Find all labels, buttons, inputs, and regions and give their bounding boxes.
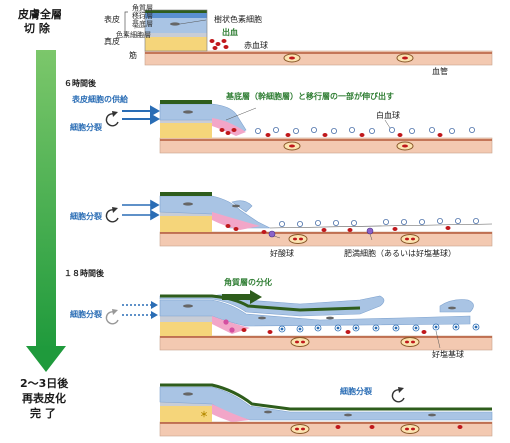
stage4-basophil: 好塩基球 <box>432 350 464 359</box>
stage5-asterisk: ＊ <box>200 410 208 419</box>
label-vessel: 血管 <box>432 67 448 76</box>
stage3-division: 細胞分裂 <box>70 212 102 221</box>
stage4-keratin: 角質層の分化 <box>224 278 272 287</box>
label-pigment: 色素細胞層 <box>116 31 151 39</box>
stage2-wbc: 白血球 <box>376 111 400 120</box>
stage3-eosinophil: 好酸球 <box>270 249 294 258</box>
stage4-time: １８時間後 <box>64 269 104 278</box>
bottom-title-line1: 2～3日後 <box>20 377 69 390</box>
left-title-line1: 皮膚全層 <box>18 8 62 21</box>
stage2-skin <box>105 100 493 154</box>
bottom-title-line2: 再表皮化 <box>22 392 66 405</box>
label-basal: 基底層 <box>132 20 153 28</box>
left-title-line2: 切 除 <box>24 22 50 35</box>
stage4-skin <box>105 290 493 351</box>
label-dermis: 真皮 <box>104 37 120 46</box>
label-epidermis: 表皮 <box>104 15 120 24</box>
stage4-division: 細胞分裂 <box>70 310 102 319</box>
stage1-skin <box>124 9 493 66</box>
label-rbc: 赤血球 <box>244 41 268 50</box>
stage2-supply: 表皮細胞の供給 <box>72 95 128 104</box>
bottom-title-line3: 完 了 <box>30 407 56 420</box>
stage2-division: 細胞分裂 <box>70 123 102 132</box>
label-bleeding: 出血 <box>222 28 238 37</box>
label-transitional: 移行層 <box>132 12 153 20</box>
label-stratum-corneum: 角質層 <box>132 4 153 12</box>
label-muscle: 筋 <box>129 51 137 60</box>
stage2-extend: 基底層（幹細胞層）と移行層の一部が伸び出す <box>226 92 394 101</box>
stage2-time: ６時間後 <box>64 79 96 88</box>
stage5-skin <box>159 383 493 437</box>
time-arrow <box>26 50 66 372</box>
stage5-division: 細胞分裂 <box>340 387 372 396</box>
label-dendritic: 樹状色素細胞 <box>214 15 262 24</box>
stage3-skin <box>105 192 493 247</box>
stage3-mast: 肥満細胞（あるいは好塩基球） <box>344 249 456 258</box>
